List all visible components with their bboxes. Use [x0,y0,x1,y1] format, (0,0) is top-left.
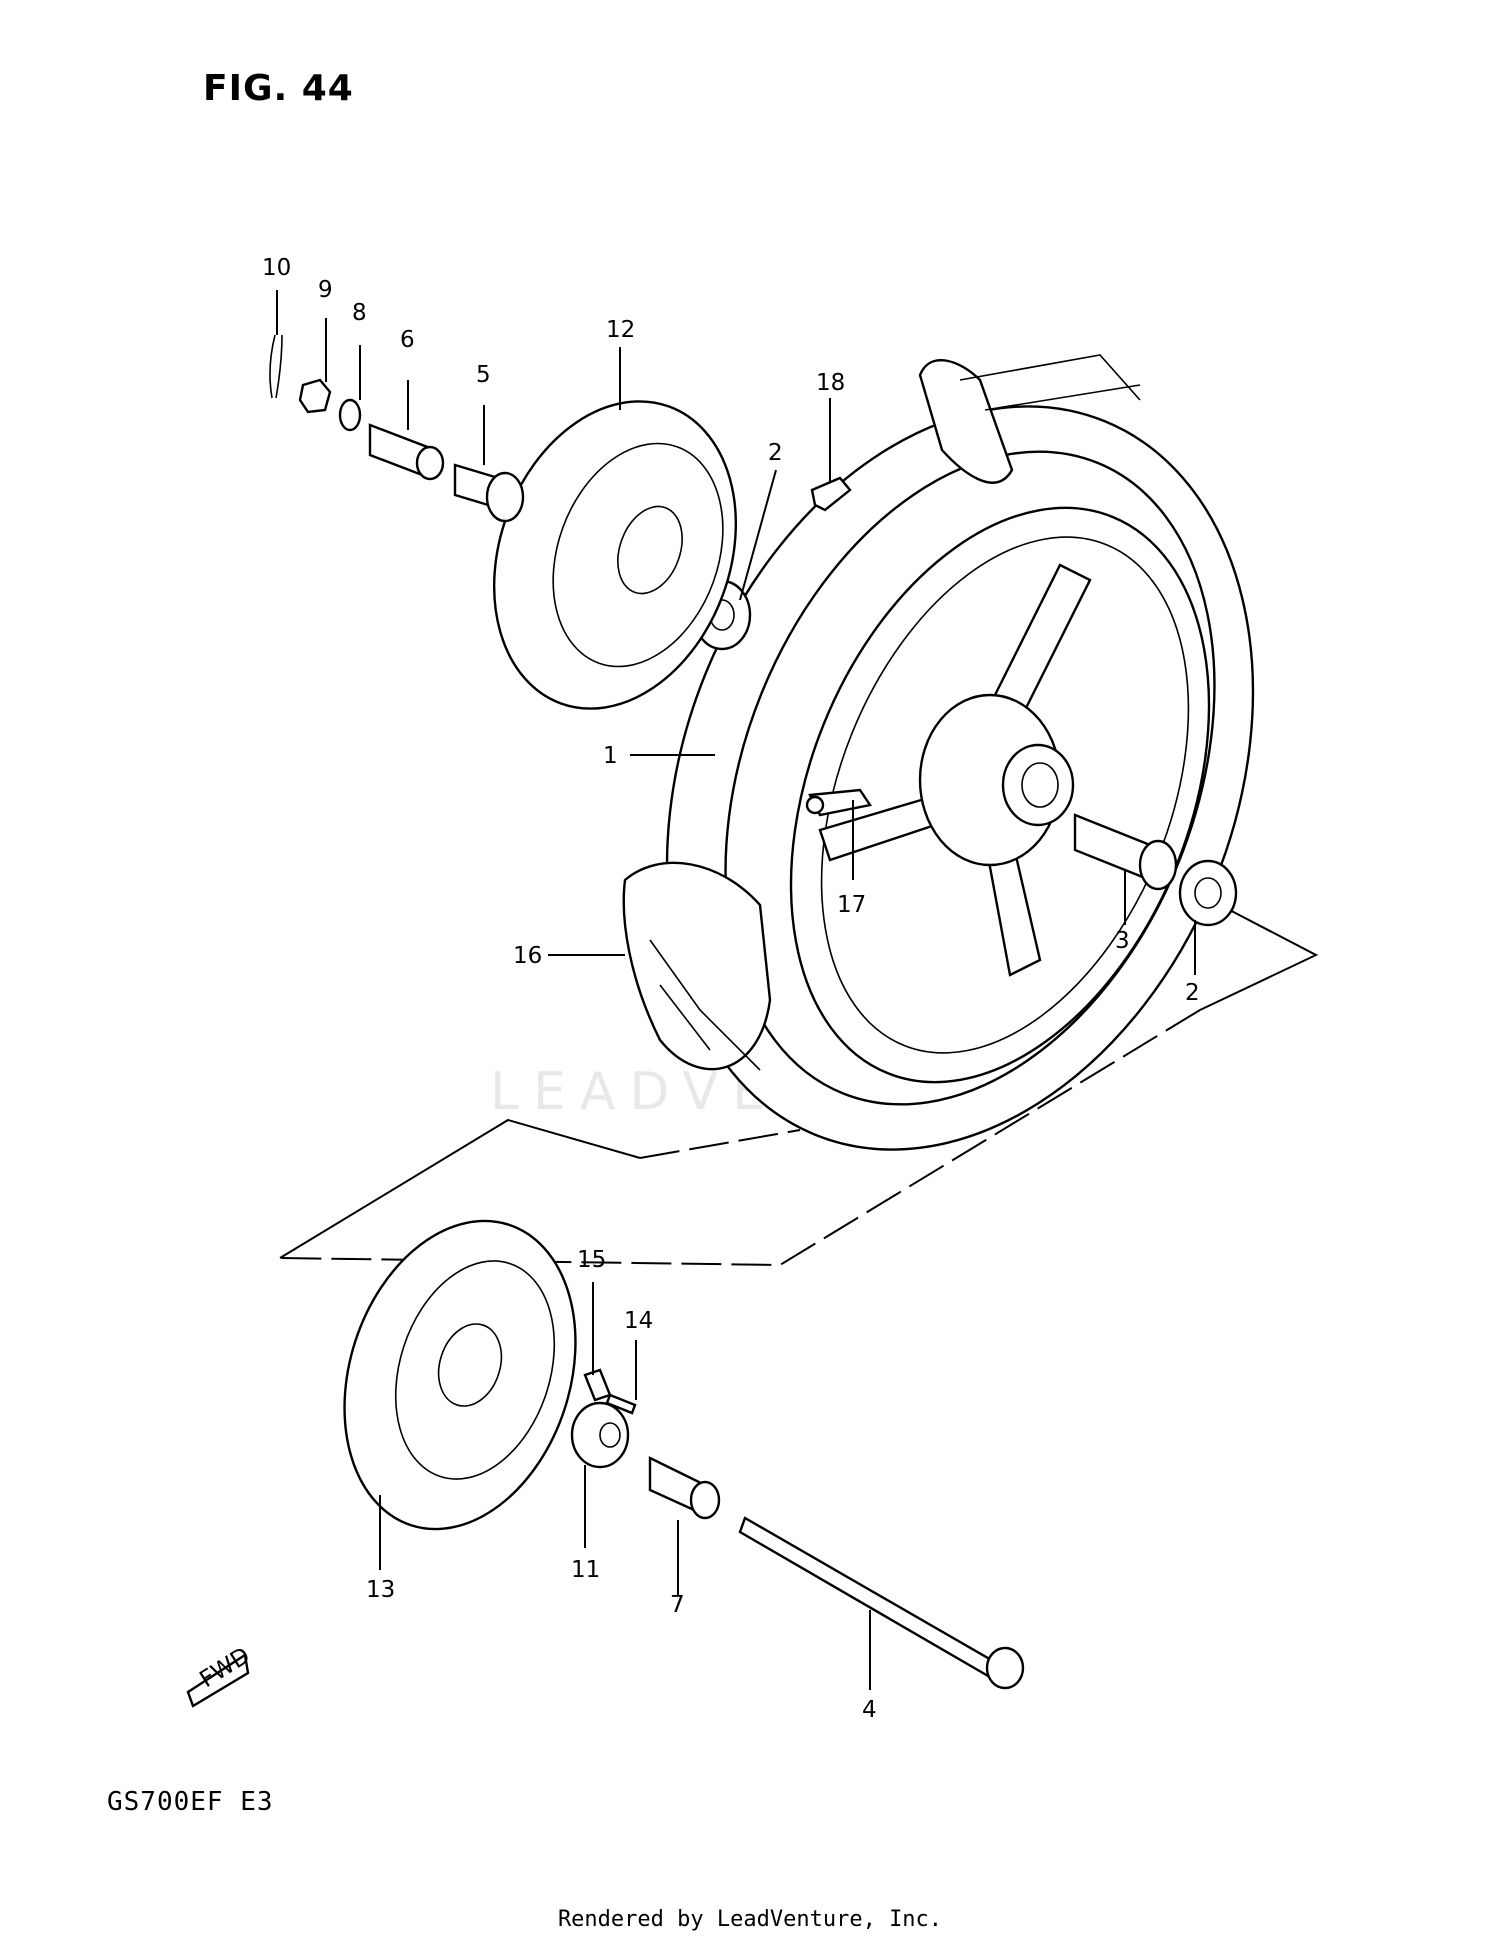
callout-18: 18 [816,370,845,396]
callout-15: 15 [577,1247,606,1273]
cotter-pin [269,334,283,399]
callout-9: 9 [318,277,333,303]
callout-17: 17 [837,892,866,918]
brake-disc-upper [492,400,738,710]
callout-7: 7 [670,1592,685,1618]
model-code: GS700EF E3 [107,1787,274,1817]
collar-lower [648,1456,721,1520]
callout-3: 3 [1115,928,1130,954]
callouts: 10 9 8 6 5 12 2 18 1 17 16 3 2 15 14 13 … [262,255,1200,1723]
callout-16: 16 [513,943,542,969]
brake-disc-lower [343,1219,577,1531]
callout-11: 11 [571,1557,600,1583]
callout-6: 6 [400,327,415,353]
callout-13: 13 [366,1577,395,1603]
leader-lines [276,290,1196,1690]
speedometer-gearbox [570,1368,630,1469]
bearing-right [1178,859,1238,927]
figure-title: FIG. 44 [203,68,354,109]
axle [738,1516,1025,1690]
callout-5: 5 [476,362,491,388]
callout-1: 1 [603,743,618,769]
callout-14: 14 [624,1308,653,1334]
screw [605,1393,637,1415]
spacer [368,423,445,481]
nut [298,378,332,414]
washer [338,398,362,432]
footer-credit: Rendered by LeadVenture, Inc. [557,1907,943,1932]
callout-2-left: 2 [768,440,783,466]
callout-2-right: 2 [1185,980,1200,1006]
collar [453,463,525,523]
forward-arrow-icon: FWD [186,1643,255,1708]
callout-4: 4 [862,1697,877,1723]
callout-10: 10 [262,255,291,281]
callout-12: 12 [606,317,635,343]
axle-spacer [1073,813,1178,891]
valve-cap [810,476,852,512]
callout-8: 8 [352,300,367,326]
wheel-rim [789,506,1211,1084]
